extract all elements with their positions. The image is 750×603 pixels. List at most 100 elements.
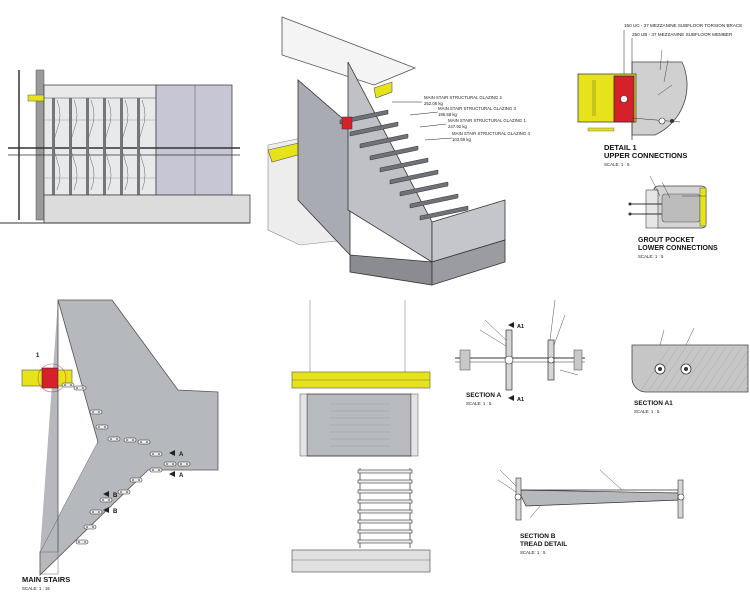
section-b-subtitle: TREAD DETAIL [520, 541, 567, 548]
glazing-1-weight: 247.92 kg [448, 124, 467, 129]
tread-bolt [132, 439, 134, 441]
section-a-detail: A1 A1 SECTION A SCALE: 1 : 5 [455, 299, 585, 406]
grout-subtitle: LOWER CONNECTIONS [638, 245, 718, 252]
grout-scale: SCALE: 1 : 5 [638, 254, 664, 259]
glazing-labels: MAIN STAIR STRUCTURAL GLAZING 2 252.06 k… [392, 95, 530, 142]
elevation-fin [120, 98, 123, 195]
a1-hatch-line [663, 346, 695, 393]
tread-bolt [140, 441, 142, 443]
tread-bolt [126, 439, 128, 441]
section-marker-a-bottom: A [179, 473, 184, 479]
a1-hatch-line [655, 346, 687, 393]
section-tread [357, 529, 413, 534]
detail-1-callout-second: 250 UB - 37 MEZZANINE SUBFLOOR MEMBER [632, 32, 733, 37]
stair-tread [137, 439, 151, 445]
glazing-3-weight: 196.58 kg [438, 112, 457, 117]
glazing-1-name: MAIN STAIR STRUCTURAL GLAZING 1 [448, 118, 526, 123]
iso-step [409, 193, 459, 209]
stair-tread [149, 451, 163, 457]
tread-bolt [138, 479, 140, 481]
tread-bolt [146, 441, 148, 443]
tread-bolt [98, 426, 100, 428]
elevation-fin [137, 98, 140, 195]
iso-step [379, 157, 429, 173]
stair-tread [89, 409, 103, 415]
section-b-tread-detail: SECTION B TREAD DETAIL SCALE: 1 : 5 [497, 469, 685, 555]
glazing-2-name: MAIN STAIR STRUCTURAL GLAZING 2 [424, 95, 502, 100]
stair-tread [75, 539, 89, 545]
stair-tread [107, 436, 121, 442]
detail-1-title: DETAIL 1 [604, 143, 637, 152]
tread-bolt [76, 387, 78, 389]
tread-bolt [102, 499, 104, 501]
stair-tread [117, 489, 131, 495]
elevation-fin [103, 98, 106, 195]
elevation-balustrade [138, 99, 146, 191]
glazing-4-name: MAIN STAIR STRUCTURAL GLAZING 4 [452, 131, 530, 136]
elevation-drawing [0, 69, 251, 224]
a1-hatch-line [703, 346, 735, 393]
tread-bolt [158, 469, 160, 471]
tread-bolt [92, 526, 94, 528]
detail-1-upper-connections: 150 UC - 37 MEZZANINE SUBFLOOR TORSION B… [577, 23, 742, 167]
section-tread [357, 509, 413, 514]
section-tread [357, 479, 413, 484]
elevation-fin [52, 98, 55, 195]
iso-step [359, 133, 409, 149]
tread-bolt [126, 491, 128, 493]
glazing-3-name: MAIN STAIR STRUCTURAL GLAZING 3 [438, 106, 516, 111]
tread-bolt [84, 541, 86, 543]
a1-hatch-line [695, 346, 727, 393]
tread-bolt [98, 411, 100, 413]
grout-title: GROUT POCKET [638, 237, 695, 244]
tread-bolt [158, 453, 160, 455]
tread-bolt [82, 387, 84, 389]
tread-bolt [166, 463, 168, 465]
tread-bolt [152, 469, 154, 471]
detail-1-subtitle: UPPER CONNECTIONS [604, 151, 687, 160]
section-marker-b-top: B [113, 493, 118, 499]
stair-tread [149, 467, 163, 473]
glazing-2-weight: 252.06 kg [424, 101, 443, 106]
section-a-marker-bottom: A1 [517, 397, 524, 403]
section-tread [357, 499, 413, 504]
tread-bolt [92, 411, 94, 413]
isometric-view: MAIN STAIR STRUCTURAL GLAZING 2 252.06 k… [267, 16, 530, 286]
tread-bolt [70, 384, 72, 386]
a1-hatch-line [711, 346, 743, 393]
section-tread [357, 539, 413, 544]
section-marker-a-top: A [179, 452, 184, 458]
tread-bolt [116, 438, 118, 440]
detail-1-scale: SCALE: 1 : 5 [604, 162, 630, 167]
stair-section-elevation [291, 300, 431, 573]
elevation-balustrade [121, 99, 129, 191]
iso-step [349, 121, 399, 137]
section-tread [357, 469, 413, 474]
section-a-title: SECTION A [466, 392, 501, 399]
section-b-title: SECTION B [520, 533, 556, 540]
stair-tread [177, 461, 191, 467]
stair-tread [123, 437, 137, 443]
stair-tread [61, 382, 75, 388]
main-stairs-title: MAIN STAIRS [22, 575, 70, 584]
section-a1-title: SECTION A1 [634, 400, 673, 407]
a1-hatch-line [735, 373, 749, 393]
stair-tread [95, 424, 109, 430]
stair-tread [99, 497, 113, 503]
a1-hatch-line [679, 346, 711, 393]
stair-tread [163, 461, 177, 467]
iso-step [399, 181, 449, 197]
tread-bolt [172, 463, 174, 465]
section-b-scale: SCALE: 1 : 5 [520, 550, 546, 555]
tread-bolt [132, 479, 134, 481]
tread-bolt [64, 384, 66, 386]
tread-bolt [104, 426, 106, 428]
iso-step [369, 145, 419, 161]
detail-1-callout-top: 150 UC - 37 MEZZANINE SUBFLOOR TORSION B… [624, 23, 742, 28]
elevation-balustrade [53, 99, 61, 191]
section-marker-b-bottom: B [113, 509, 118, 515]
tread-bolt [180, 463, 182, 465]
tread-bolt [86, 526, 88, 528]
iso-step [419, 205, 469, 221]
